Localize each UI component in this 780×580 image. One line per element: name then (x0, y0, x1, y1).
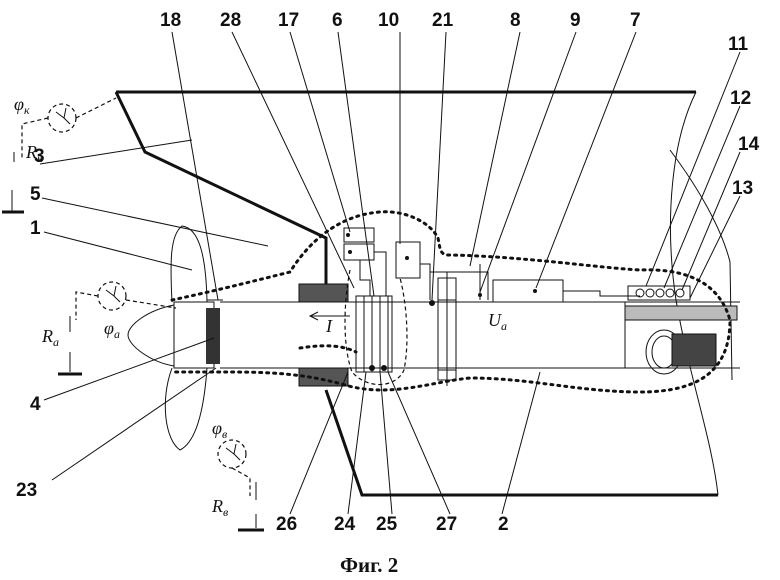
control-blocks (343, 227, 640, 306)
water-potential-probe (217, 439, 264, 532)
symbol-phi-v: φв (212, 418, 227, 441)
symbol-U-a: Uа (488, 310, 507, 333)
label-5: 5 (30, 184, 41, 205)
symbol-I: I (325, 316, 333, 336)
propeller-shaft (220, 301, 740, 369)
label-18: 18 (160, 10, 181, 31)
label-13: 13 (732, 178, 753, 199)
label-24: 24 (334, 514, 356, 535)
symbol-R-v: Rв (211, 496, 228, 519)
symbols: φк Rк φа Rа φв Rв Uа I (14, 94, 507, 519)
label-2: 2 (498, 514, 509, 535)
label-1: 1 (30, 218, 41, 239)
label-9: 9 (570, 10, 581, 31)
label-14: 14 (738, 134, 760, 155)
label-28: 28 (220, 10, 241, 31)
brush-loop (344, 269, 408, 386)
label-23: 23 (16, 480, 37, 501)
propeller-potential-probe (58, 281, 177, 376)
figure-caption: Фиг. 2 (340, 553, 398, 577)
label-8: 8 (510, 10, 521, 31)
leader-lines (39, 31, 741, 515)
label-7: 7 (630, 10, 641, 31)
label-10: 10 (378, 10, 399, 31)
label-27: 27 (436, 514, 457, 535)
stern-bearing (298, 283, 349, 387)
label-21: 21 (432, 10, 454, 31)
label-11: 11 (728, 34, 749, 55)
circuit-inner-contour (298, 344, 358, 354)
current-arrow (308, 311, 350, 321)
propeller (127, 225, 223, 451)
label-17: 17 (278, 10, 299, 31)
symbol-phi-k: φк (14, 94, 30, 117)
label-3: 3 (34, 146, 45, 167)
slip-rings (355, 295, 393, 373)
symbol-R-a: Rа (41, 326, 59, 349)
symbol-R-k: Rк (25, 142, 43, 165)
sensor-coils (627, 285, 691, 301)
label-25: 25 (376, 514, 398, 535)
label-12: 12 (730, 88, 751, 109)
symbol-phi-a: φа (104, 318, 120, 341)
hull-potential-probe (2, 97, 117, 214)
ship-hull (114, 90, 733, 497)
label-26: 26 (276, 514, 297, 535)
label-6: 6 (332, 10, 343, 31)
reference-numerals: 18 28 17 6 10 21 8 9 7 11 12 14 13 3 5 1… (16, 10, 760, 535)
circuit-contour (170, 210, 732, 394)
label-4: 4 (30, 394, 41, 415)
shaft-coupling (645, 329, 717, 375)
shaft-flange (437, 272, 457, 386)
